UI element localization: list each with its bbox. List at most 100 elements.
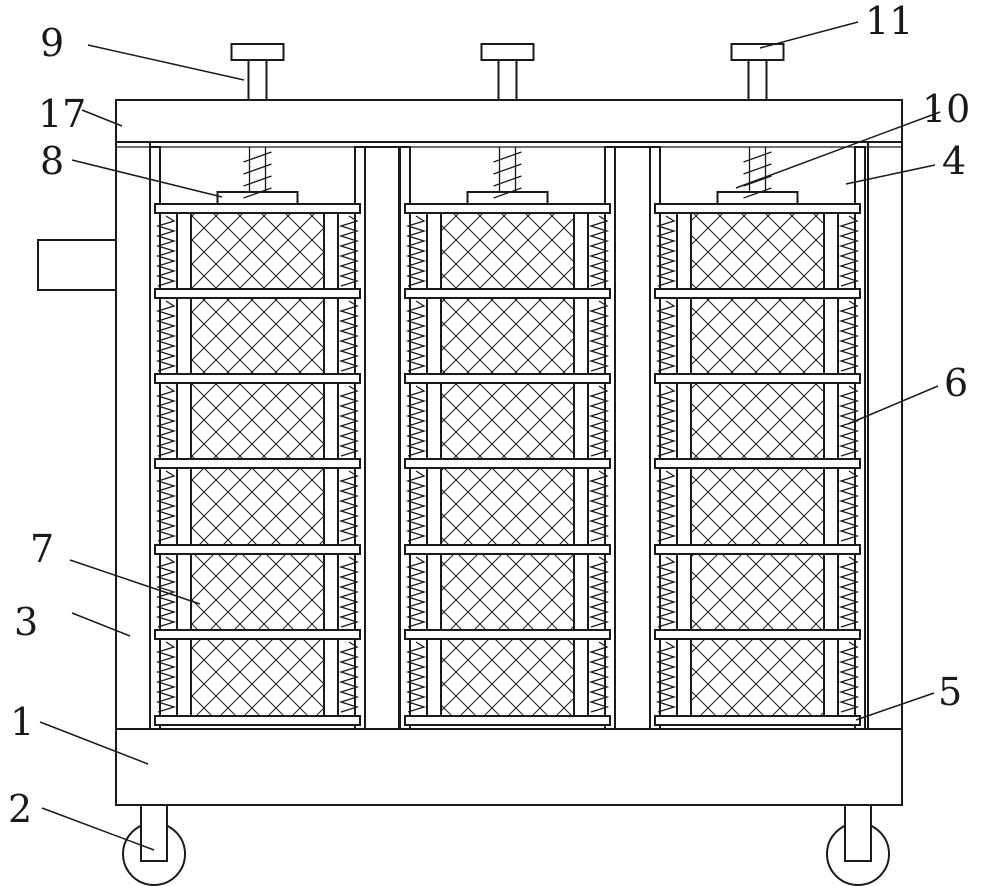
mesh-panel bbox=[690, 467, 825, 546]
shelf-plate bbox=[654, 288, 861, 299]
side-spring-left bbox=[655, 385, 677, 457]
mesh-panel bbox=[190, 297, 325, 375]
module-1 bbox=[149, 146, 366, 730]
side-spring-right bbox=[588, 641, 610, 713]
label-8: 8 bbox=[40, 139, 64, 183]
mesh-panel bbox=[190, 467, 325, 546]
label-17: 17 bbox=[38, 92, 86, 136]
mesh-panel bbox=[440, 297, 575, 375]
shelf-plate bbox=[654, 458, 861, 469]
mesh-panel bbox=[440, 553, 575, 631]
side-spring-left bbox=[655, 215, 677, 287]
shelf-plate bbox=[404, 288, 611, 299]
mesh-panel bbox=[440, 382, 575, 460]
mesh-panel bbox=[690, 212, 825, 290]
knob-cap bbox=[230, 43, 285, 61]
side-spring-right bbox=[338, 556, 360, 628]
mesh-panel bbox=[190, 382, 325, 460]
leader-3 bbox=[71, 612, 131, 637]
mesh-panel bbox=[190, 553, 325, 631]
module-2 bbox=[399, 146, 616, 730]
mesh-panel bbox=[690, 297, 825, 375]
leader-7 bbox=[69, 559, 201, 605]
side-spring-left bbox=[155, 556, 177, 628]
label-6: 6 bbox=[944, 361, 968, 405]
side-spring-right bbox=[588, 215, 610, 287]
shelf-plate bbox=[404, 544, 611, 555]
side-spring-left bbox=[405, 556, 427, 628]
modules-group bbox=[149, 146, 866, 730]
knob-stem bbox=[247, 57, 268, 101]
divider-right bbox=[613, 146, 651, 730]
top-plate bbox=[115, 99, 903, 143]
mesh-panel bbox=[190, 212, 325, 290]
leader-10 bbox=[735, 111, 941, 189]
side-spring-right bbox=[838, 300, 860, 372]
shelf-plate bbox=[654, 203, 861, 214]
pressure-plate bbox=[216, 191, 299, 205]
shelf-plate bbox=[404, 373, 611, 384]
side-spring-right bbox=[588, 470, 610, 542]
adjust-knob-1 bbox=[230, 43, 285, 101]
label-2: 2 bbox=[8, 787, 32, 831]
shelf-plate bbox=[154, 715, 361, 726]
side-spring-left bbox=[155, 641, 177, 713]
shelf-plate bbox=[154, 544, 361, 555]
leader-5 bbox=[855, 692, 935, 721]
side-spring-right bbox=[338, 470, 360, 542]
compression-spring bbox=[243, 151, 272, 199]
mesh-panel bbox=[190, 638, 325, 717]
side-spring-right bbox=[588, 300, 610, 372]
knob-cap bbox=[480, 43, 535, 61]
knob-stem bbox=[497, 57, 518, 101]
side-spring-right bbox=[588, 385, 610, 457]
side-spring-right bbox=[838, 470, 860, 542]
knob-cap bbox=[730, 43, 785, 61]
left-side-wall bbox=[115, 141, 151, 730]
shelf-plate bbox=[404, 203, 611, 214]
shelf-plate bbox=[654, 373, 861, 384]
compression-spring bbox=[493, 151, 522, 199]
leader-17 bbox=[81, 109, 123, 127]
module-3 bbox=[649, 146, 866, 730]
side-spring-left bbox=[655, 300, 677, 372]
label-5: 5 bbox=[938, 670, 962, 714]
shelf-plate bbox=[154, 203, 361, 214]
mesh-panel bbox=[440, 638, 575, 717]
side-spring-left bbox=[155, 470, 177, 542]
adjust-knob-2 bbox=[480, 43, 535, 101]
mesh-panel bbox=[690, 382, 825, 460]
leader-1 bbox=[39, 721, 149, 765]
shelf-plate bbox=[154, 458, 361, 469]
adjust-knob-3 bbox=[730, 43, 785, 101]
side-spring-right bbox=[838, 641, 860, 713]
leader-lines bbox=[39, 21, 941, 851]
pressure-plate bbox=[466, 191, 549, 205]
shelf-plate bbox=[654, 715, 861, 726]
side-spring-right bbox=[338, 641, 360, 713]
guide-rail-left bbox=[649, 146, 661, 730]
shelf-plate bbox=[404, 629, 611, 640]
label-10: 10 bbox=[922, 87, 970, 131]
leader-9 bbox=[87, 44, 245, 81]
side-spring-right bbox=[338, 300, 360, 372]
guide-rail-left bbox=[399, 146, 411, 730]
guide-rail-right bbox=[604, 146, 616, 730]
side-spring-left bbox=[655, 470, 677, 542]
side-spring-left bbox=[155, 300, 177, 372]
shelf-plate bbox=[654, 629, 861, 640]
label-11: 11 bbox=[865, 0, 913, 43]
side-spring-right bbox=[338, 215, 360, 287]
leader-8 bbox=[71, 159, 223, 198]
side-spring-left bbox=[405, 215, 427, 287]
label-9: 9 bbox=[40, 21, 64, 65]
divider-left bbox=[362, 146, 400, 730]
side-spring-right bbox=[838, 556, 860, 628]
knobs-group bbox=[230, 43, 785, 101]
side-spring-left bbox=[155, 215, 177, 287]
shelf-plate bbox=[404, 715, 611, 726]
label-4: 4 bbox=[942, 139, 966, 183]
side-spring-left bbox=[405, 385, 427, 457]
side-box bbox=[37, 239, 117, 291]
